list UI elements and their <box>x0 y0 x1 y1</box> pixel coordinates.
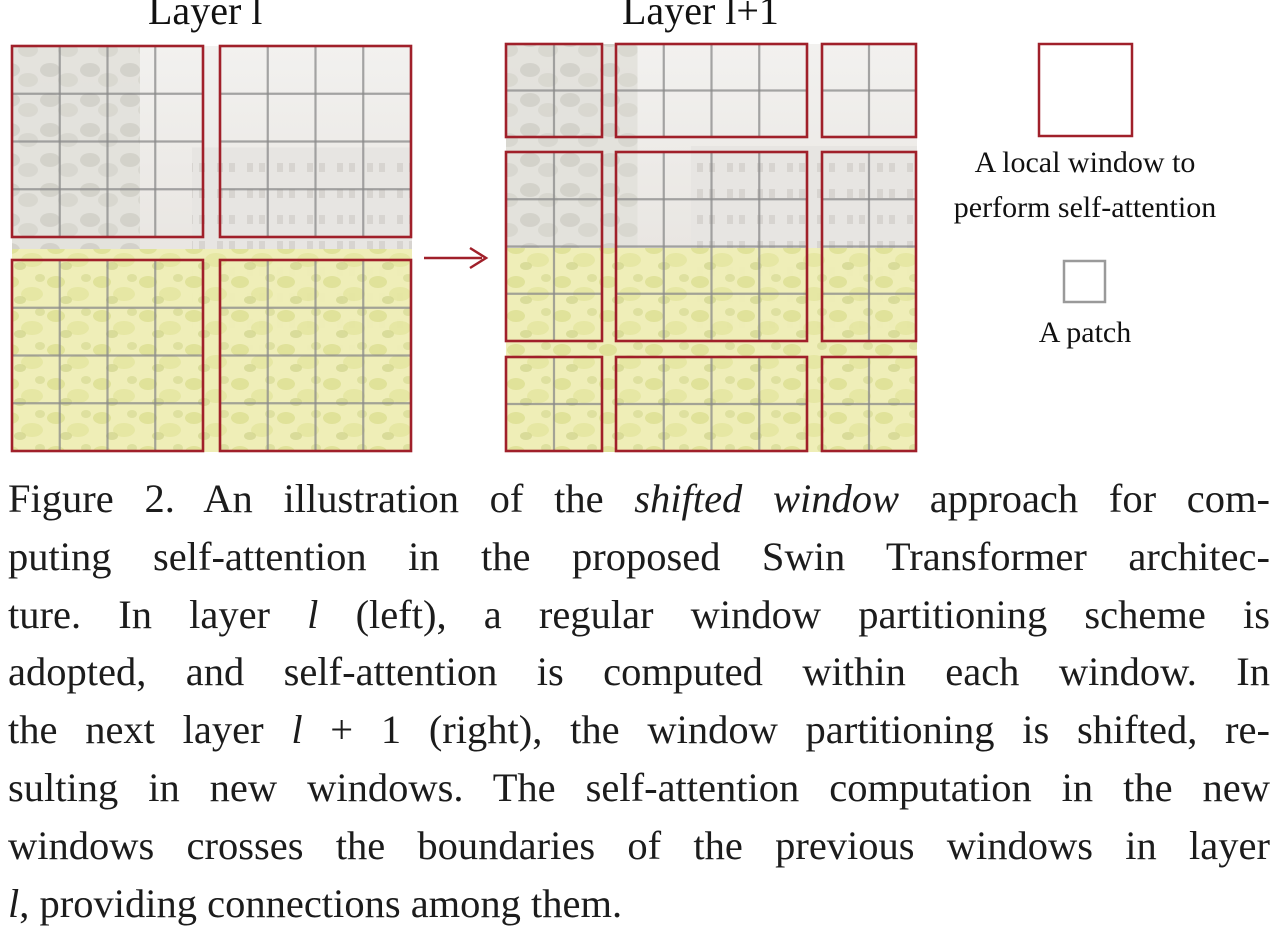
layer-l-title: Layer l <box>148 0 263 33</box>
layer-l-plus-1-window <box>504 42 604 139</box>
caption-line-3: ture. In layer l (left), a regular windo… <box>8 591 1270 637</box>
layer-l-window <box>218 258 413 453</box>
legend-patch-label: A patch <box>1038 316 1132 349</box>
window-partition-diagram <box>10 42 1134 453</box>
swin-figure: Layer l Layer l+1 <box>0 0 1285 470</box>
caption-emphasis-shifted-window: shifted window <box>634 476 900 521</box>
layer-l-plus-1-window <box>504 150 604 343</box>
layer-l-scene <box>12 46 412 452</box>
legend-window-label-line2: perform self-attention <box>953 191 1217 224</box>
layer-l-plus-1-window <box>614 355 809 453</box>
caption-line-8: l, providing connections among them. <box>8 880 623 926</box>
legend-patch-icon <box>1062 259 1107 304</box>
layer-l-plus-1-window <box>820 42 918 139</box>
grid-layer <box>12 44 916 451</box>
layer-l-plus-1-window <box>614 42 809 139</box>
caption-line-7: windows crosses the boundaries of the pr… <box>8 822 1270 868</box>
figure-caption: Figure 2. An illustration of the shifted… <box>8 470 1270 932</box>
caption-line-4: adopted, and self-attention is computed … <box>8 649 1270 695</box>
caption-line-6: sulting in new windows. The self-attenti… <box>8 764 1270 810</box>
layer-l-window <box>10 258 205 453</box>
caption-line-5: the next layer l + 1 (right), the window… <box>8 707 1270 753</box>
legend-window-icon <box>1037 42 1134 138</box>
layer-l-plus-1-window <box>820 355 918 453</box>
window-layer <box>10 42 918 453</box>
layer-l-window <box>10 44 205 239</box>
layer-l-window <box>218 44 413 239</box>
layer-l-plus-1-window <box>820 150 918 343</box>
caption-line-2: puting self-attention in the proposed Sw… <box>8 533 1270 579</box>
arrow-right-icon <box>424 246 489 270</box>
layer-l-plus-1-title: Layer l+1 <box>622 0 779 33</box>
caption-line-1: Figure 2. An illustration of the shifted… <box>8 476 1270 521</box>
scene-layer <box>12 44 917 452</box>
legend-window-label-line1: A local window to <box>974 146 1196 179</box>
layer-l-plus-1-window <box>614 150 809 343</box>
layer-l-plus-1-window <box>504 355 604 453</box>
